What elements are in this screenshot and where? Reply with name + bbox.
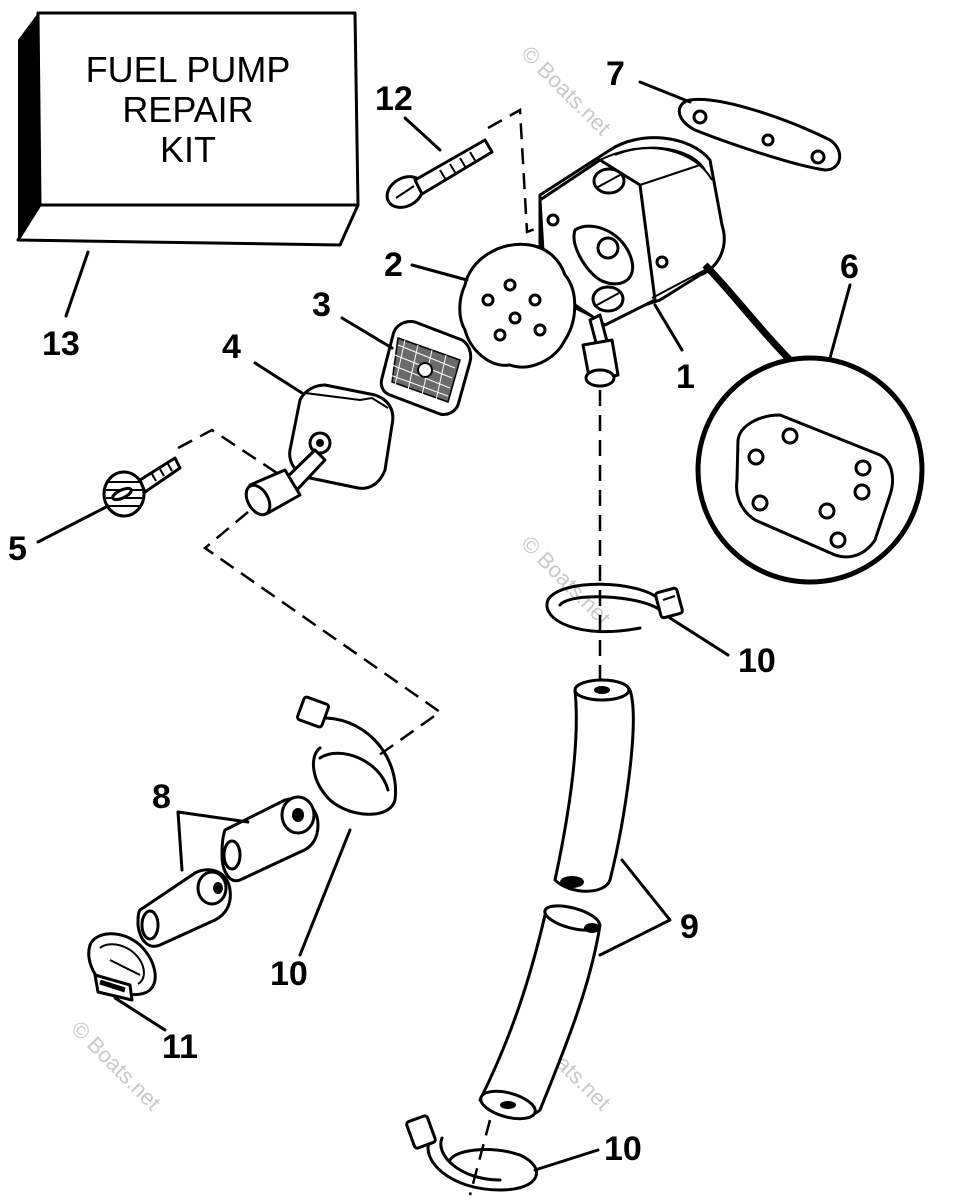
dash-left-line [202,511,443,760]
knurled-screw-5 [102,456,182,518]
callout-9: 9 [680,908,699,946]
leader-8 [176,810,250,872]
callout-6: 6 [840,248,859,286]
leader-6 [828,283,852,360]
callout-10-bottom: 10 [604,1130,642,1168]
watermark-2: © Boats.net [516,41,615,140]
gasket-7 [677,97,841,172]
callout-13: 13 [42,325,80,363]
callout-10-upper: 10 [738,642,776,680]
tubing-8 [136,795,320,948]
valve-plate-2 [458,242,577,369]
filter-screen-3 [379,320,473,416]
callout-3: 3 [312,286,331,324]
leader-9 [598,858,672,957]
leader-10-upper [668,616,730,657]
leader-10-bottom [533,1148,600,1172]
leader-3 [340,316,394,350]
callout-4: 4 [222,328,241,366]
hose-9-upper [553,678,635,893]
leader-12 [403,116,442,152]
screw-12 [385,138,494,209]
dash-5 [177,428,281,477]
fuel-pump-body-1 [538,136,793,388]
filter-cover-4 [244,383,395,517]
callout-8: 8 [152,778,171,816]
leader-11 [113,996,167,1032]
callout-1: 1 [676,358,695,396]
hose-9-lower [478,904,602,1121]
callout-11: 11 [162,1028,198,1066]
callout-10-left: 10 [270,955,308,993]
clamp-10-bottom [405,1114,539,1196]
leader-13 [64,250,90,318]
callout-7: 7 [606,55,625,93]
leader-7 [638,80,692,104]
leader-4 [253,361,304,395]
kit-label-line1: FUEL PUMP [86,49,291,90]
leader-5 [36,504,110,544]
callout-5: 5 [8,530,27,568]
callout-2: 2 [384,246,403,284]
leader-10-left [298,828,352,957]
clamp-11 [87,932,157,1002]
repair-kit-box: FUEL PUMP REPAIR KIT [16,11,360,247]
detail-circle-6 [695,355,925,585]
callout-12: 12 [375,80,413,118]
leader-2 [410,263,469,282]
leader-1 [653,303,684,352]
watermark-4: © Boats.net [66,1016,165,1115]
kit-label-line2: REPAIR [122,89,253,130]
clamp-10-left [296,695,398,816]
kit-label-line3: KIT [160,129,216,170]
clamp-10-upper-right [545,582,684,633]
